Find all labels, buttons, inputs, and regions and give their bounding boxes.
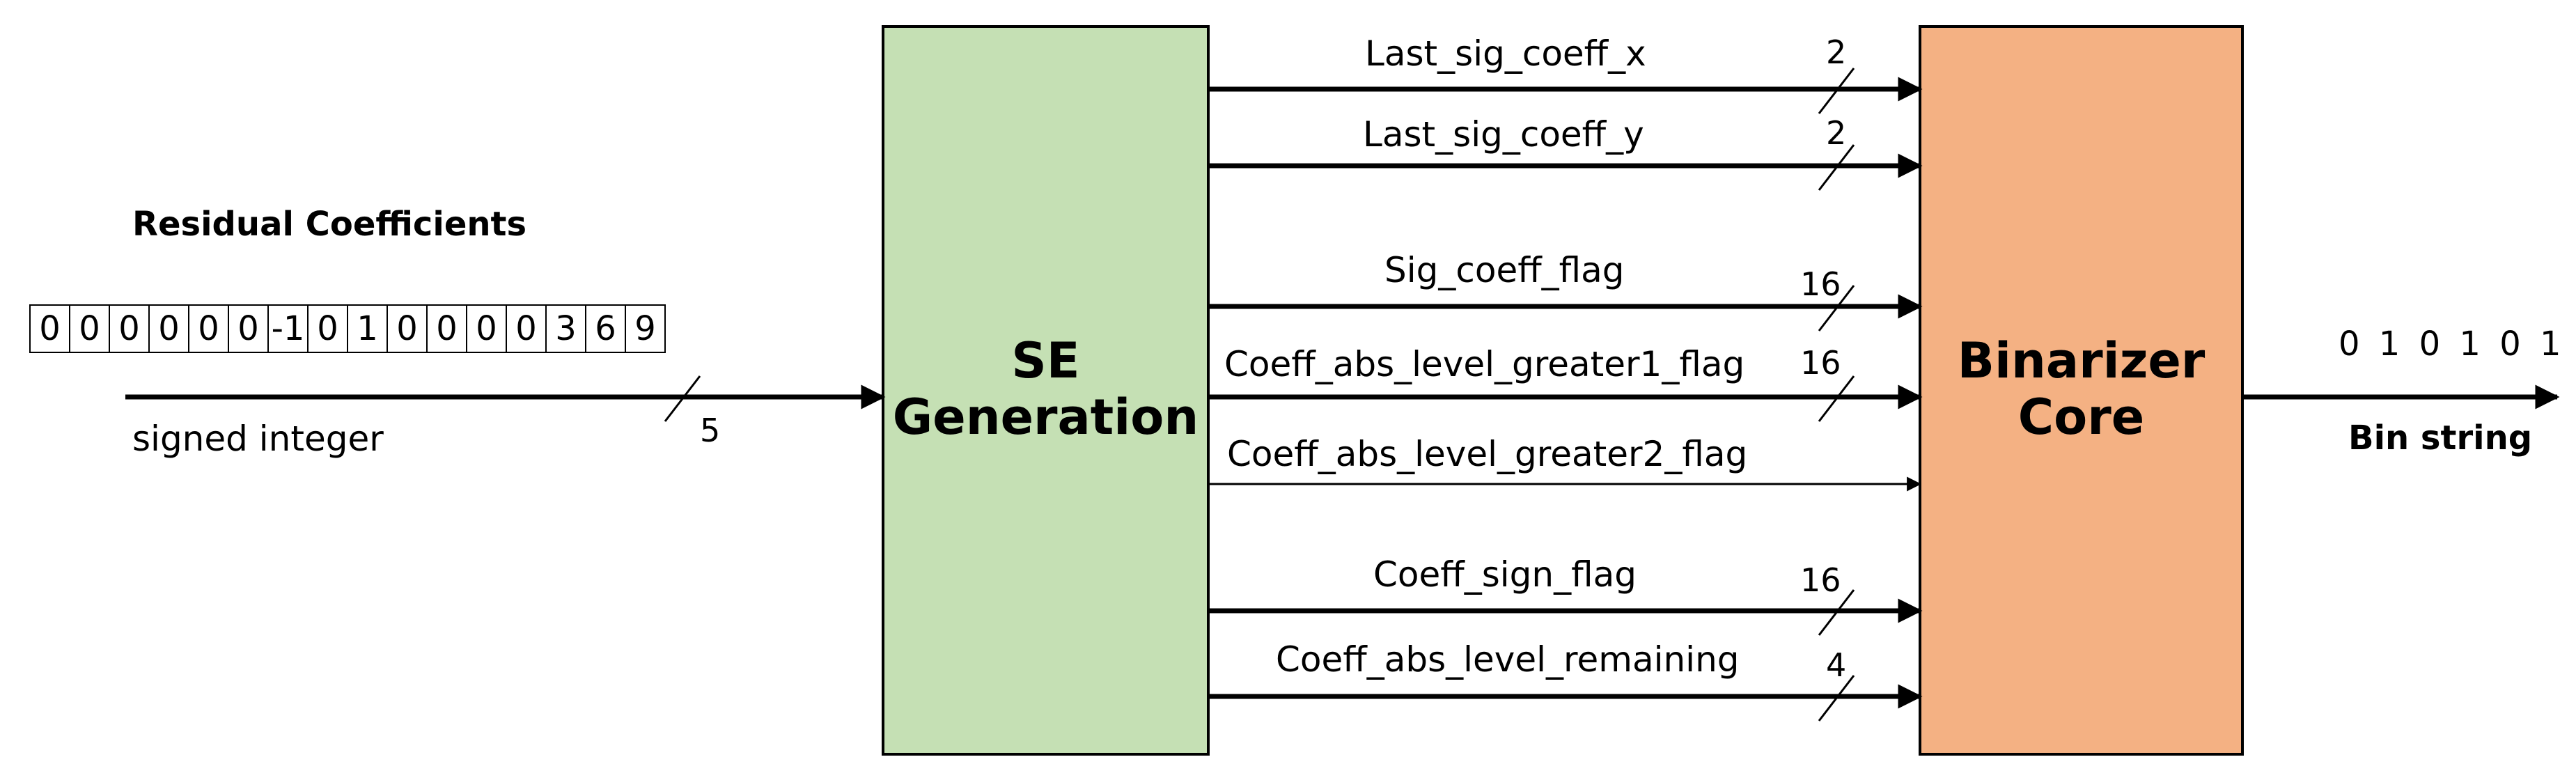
- se-generation-line2: Generation: [892, 388, 1199, 446]
- signal-label-sign-flag: Coeff_sign_flag: [1373, 554, 1637, 595]
- width-label-last-sig-coeff-y: 2: [1826, 114, 1847, 152]
- input-bus-slash: [664, 375, 701, 422]
- width-label-sign-flag: 16: [1800, 561, 1841, 599]
- coefficient-cell: 0: [506, 304, 547, 353]
- signed-integer-label: signed integer: [132, 419, 384, 459]
- signal-label-sig-coeff-flag: Sig_coeff_flag: [1384, 250, 1625, 290]
- binarizer-core-line2: Core: [2017, 388, 2145, 446]
- residual-coefficients-title: Residual Coefficients: [132, 205, 527, 244]
- se-generation-block: [882, 25, 1210, 756]
- binarizer-core-line1: Binarizer: [1957, 332, 2206, 389]
- output-bin-value: 0 1 0 1 0 1: [2339, 325, 2566, 364]
- signal-label-abs-level-remaining: Coeff_abs_level_remaining: [1276, 639, 1740, 680]
- coefficient-cell: 0: [228, 304, 269, 353]
- width-label-greater1-flag: 16: [1800, 344, 1841, 382]
- signal-label-greater1-flag: Coeff_abs_level_greater1_flag: [1224, 344, 1745, 384]
- coefficient-cell: 0: [307, 304, 348, 353]
- coefficient-cell: 1: [347, 304, 388, 353]
- input-width-label: 5: [700, 412, 721, 449]
- width-label-abs-level-remaining: 4: [1826, 646, 1847, 684]
- se-generation-label: SE Generation: [883, 333, 1208, 445]
- coefficient-cell: 0: [466, 304, 507, 353]
- signal-label-last-sig-coeff-x: Last_sig_coeff_x: [1365, 33, 1646, 74]
- bus-width-slash: [1818, 375, 1855, 422]
- coefficient-cell: 0: [69, 304, 110, 353]
- bin-string-label: Bin string: [2348, 419, 2533, 458]
- coefficient-cell: 0: [387, 304, 428, 353]
- width-label-sig-coeff-flag: 16: [1800, 265, 1841, 303]
- width-label-last-sig-coeff-x: 2: [1826, 33, 1847, 71]
- bus-width-slash: [1818, 144, 1855, 191]
- coefficient-cell: 0: [109, 304, 150, 353]
- binarizer-core-block: [1919, 25, 2244, 756]
- se-generation-line1: SE: [1011, 332, 1080, 389]
- coefficient-cell: 0: [188, 304, 229, 353]
- bus-width-slash: [1818, 285, 1855, 332]
- coefficient-cell: -1: [267, 304, 309, 353]
- bus-width-slash: [1818, 675, 1855, 722]
- bus-width-slash: [1818, 589, 1855, 636]
- coefficient-cell: 0: [29, 304, 70, 353]
- coefficient-cell: 6: [585, 304, 626, 353]
- coefficient-cell: 3: [545, 304, 586, 353]
- coefficient-cell: 0: [426, 304, 467, 353]
- coefficient-cell: 0: [148, 304, 189, 353]
- signal-label-greater2-flag: Coeff_abs_level_greater2_flag: [1227, 434, 1748, 474]
- signal-label-last-sig-coeff-y: Last_sig_coeff_y: [1363, 114, 1644, 155]
- binarizer-core-label: Binarizer Core: [1920, 333, 2242, 445]
- bus-width-slash: [1818, 68, 1855, 114]
- coefficient-cell: 9: [625, 304, 666, 353]
